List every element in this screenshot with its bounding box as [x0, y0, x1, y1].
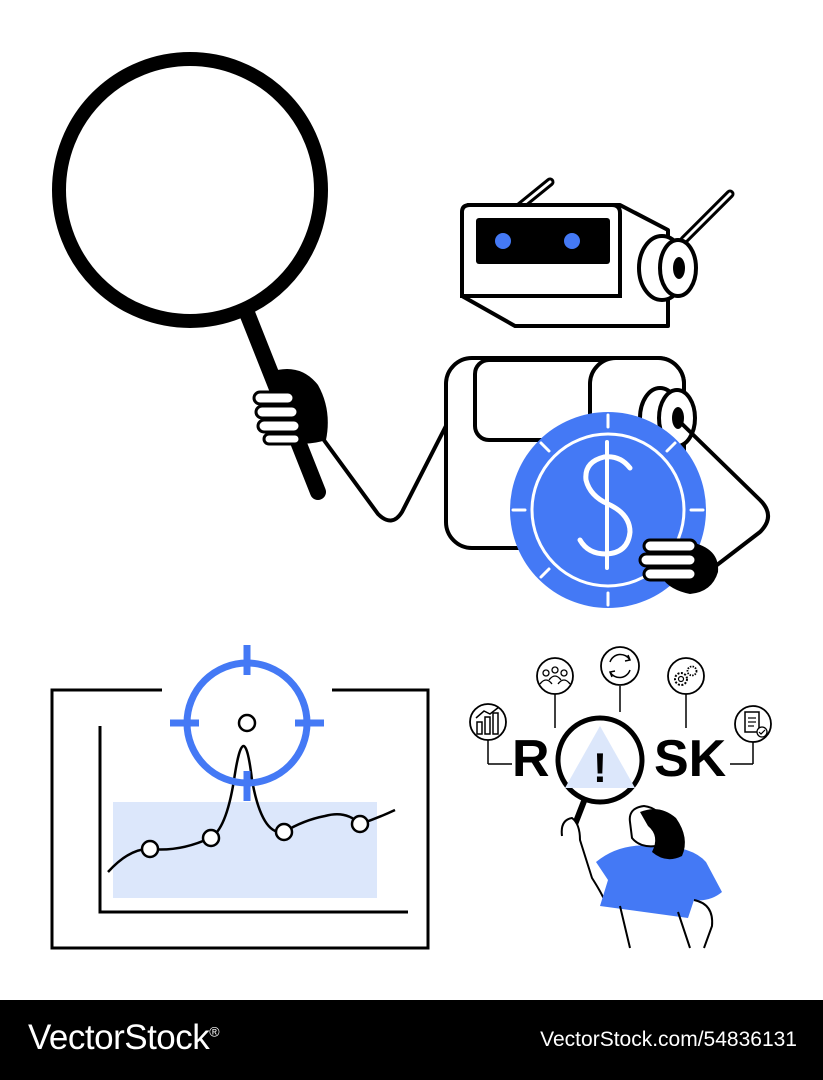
risk-letter-r: R	[512, 730, 550, 788]
person-figure	[560, 804, 722, 949]
brand-name: VectorStock	[28, 1018, 210, 1057]
robot-icon	[460, 177, 735, 328]
target-crosshair-icon	[170, 645, 324, 801]
risk-letters-sk: SK	[654, 730, 727, 788]
robot-left-hand	[252, 368, 328, 446]
bar-chart-icon	[469, 703, 507, 741]
warning-exclamation: !	[593, 744, 607, 791]
team-icon	[536, 657, 574, 695]
chart-panel	[50, 688, 430, 950]
warning-triangle-icon: !	[565, 726, 635, 791]
robot-right-hand	[638, 538, 719, 594]
gears-icon	[667, 657, 705, 695]
registered-mark: ®	[209, 1023, 220, 1040]
refresh-cycle-icon	[600, 646, 640, 686]
illustration-scene: R SK !	[50, 52, 772, 950]
checklist-icon	[734, 705, 772, 743]
brand-logo[interactable]: VectorStock®	[28, 1018, 220, 1058]
footer-bar: VectorStock® VectorStock.com/54836131	[0, 1000, 823, 1080]
robot-right-arm	[676, 418, 770, 580]
risk-cluster: R SK !	[469, 646, 772, 835]
image-id-label: VectorStock.com/54836131	[540, 1028, 797, 1051]
robot-left-eye	[495, 233, 511, 249]
robot-left-arm	[316, 417, 452, 523]
robot-right-eye	[564, 233, 580, 249]
